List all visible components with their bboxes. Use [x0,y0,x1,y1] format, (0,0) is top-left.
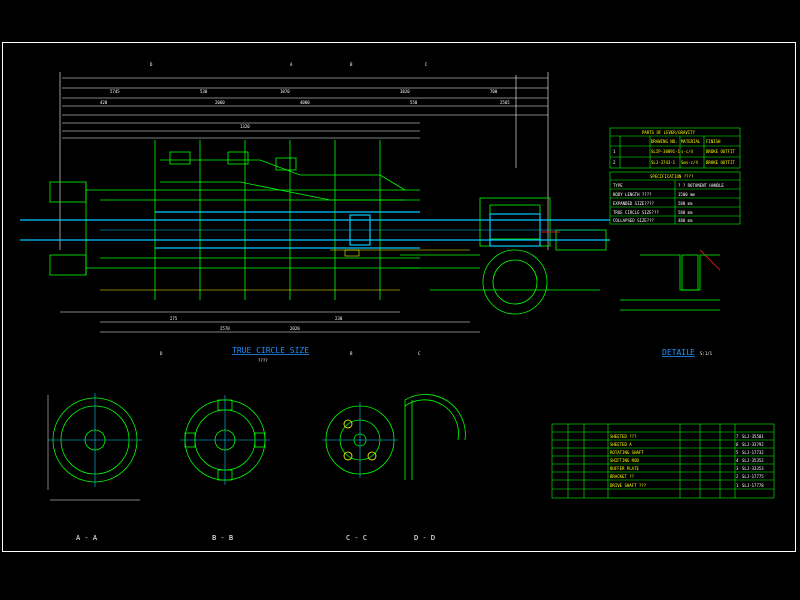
section-marker: C [418,351,421,356]
dimension-text: 1870 [280,89,290,94]
spec-cell: 480 mm [678,218,693,223]
parts-cell: SLIP-38891-1 [651,149,680,154]
section-label: B - B [212,534,233,542]
parts-list-rows: SHEETED ??? 7 SLJ-35501 SHEETED A 6 SLJ-… [610,434,764,488]
parts-list-table: SHEETED ??? 7 SLJ-35501 SHEETED A 6 SLJ-… [551,423,775,499]
dimension-text: 530 [200,89,208,94]
body-outline [49,140,607,315]
dimension-text: 2565 [500,100,510,105]
parts-col-header: DRAWING NO. [651,139,678,144]
red-detail [540,231,721,271]
parts-list-no: 6 [736,442,739,447]
parts-list-name: ROTATING SHAFT [610,450,644,455]
spec-cell: EXPANDED SIZE???? [613,201,655,206]
parts-list-name: BUFFER PLATE [610,466,639,471]
spec-cell: BODY LENGTH ???? [613,192,652,197]
parts-cell: s-c/4 [681,149,694,154]
parts-list-no: 2 [736,474,739,479]
accent-parts [100,249,470,291]
parts-list-name: SHIFTING ROD [610,458,639,463]
section-marker: D [150,62,153,67]
parts-cell: SLJ-3743-1 [651,160,676,165]
dimension-text: 275 [170,316,178,321]
parts-list-name: DRIVE SHAFT ??? [610,483,647,488]
dimension-text: 2020 [290,326,300,331]
dimension-text: 1320 [240,124,250,129]
parts-list-dwg: SLJ-33353 [742,466,764,471]
dimension-text: 2060 [215,100,225,105]
section-label: C - C [346,534,367,542]
dimension-text: 420 [100,100,108,105]
parts-cell: BROKE OUTFIT [706,160,735,165]
parts-col-header: MATERIAL [681,139,701,144]
parts-list-no: 7 [736,434,739,439]
section-a-a-view: A - A [47,393,142,542]
spec-cell: TRUE CIRCLE SIZE??? [613,210,659,215]
parts-list-dwg: SLJ-17775 [742,474,764,479]
spec-cell: 1500 mm [678,192,695,197]
parts-list-no: 5 [736,450,739,455]
parts-list-no: 1 [736,483,739,488]
parts-list-no: 3 [736,466,739,471]
parts-list-dwg: SLJ-35352 [742,458,764,463]
parts-list-dwg: SLJ-17778 [742,483,764,488]
parts-list-dwg: SLJ-33792 [742,442,764,447]
dimension-text: 3820 [400,89,410,94]
parts-list-dwg: SLJ-35501 [742,434,764,439]
section-label: A - A [76,534,98,542]
section-label: D - D [414,534,435,542]
parts-cell: Sms-c/4 [681,160,698,165]
dimension-text: 5745 [110,89,120,94]
section-markers: D A B C D B C [150,62,428,356]
section-marker: C [425,62,428,67]
section-marker: B [350,351,353,356]
true-circle-caption: TRUE CIRCLE SIZE [232,346,309,355]
spec-cell: COLLAPSED SIZE??? [613,218,655,223]
parts-list-name: BRACKET ?? [610,474,635,479]
parts-list-name: SHEETED A [610,442,632,447]
detail-letter: E [690,348,695,357]
dimension-lines [59,72,549,333]
parts-table-header: PARTS OF LEVER/GRAVITY [642,130,696,135]
spec-cell: 580 mm [678,201,693,206]
spec-table: SPECIFICATION ???? TYPE ? ? ROTAMENT HAN… [609,171,741,225]
dimension-text: 700 [490,89,498,94]
center-shaft [20,211,610,249]
spec-table-header: SPECIFICATION ???? [650,174,694,179]
dimension-text: 230 [335,316,343,321]
parts-col-header: FINISH [706,139,721,144]
main-assembly-view: D A B C D B C 5745 530 1870 3820 700 420… [20,62,721,363]
section-marker: A [290,62,293,67]
section-marker: D [160,351,163,356]
dimension-text: 4080 [300,100,310,105]
detail-caption: DETAIL [662,348,691,357]
parts-list-name: SHEETED ??? [610,434,637,439]
spec-cell: 580 mm [678,210,693,215]
parts-table: PARTS OF LEVER/GRAVITY DRAWING NO. MATER… [609,127,741,169]
dimension-text: 2570 [220,326,230,331]
parts-list-no: 4 [736,458,739,463]
parts-cell: 1 [613,149,616,154]
section-c-c-view: C - C [322,402,398,542]
spec-cell: ? ? ROTAMENT HANDLE [678,183,724,188]
section-b-b-view: B - B [180,395,270,542]
drawing-frame [2,42,796,552]
true-circle-subcaption: ???? [258,358,268,363]
parts-cell: BROKE OUTFIT [706,149,735,154]
section-marker: B [350,62,353,67]
dimension-text: 550 [410,100,418,105]
section-d-d-view: D - D [404,394,466,542]
detail-scale: S:1/1 [700,351,713,356]
detail-e-view: DETAIL E S:1/1 [620,254,720,357]
dimension-texts: 5745 530 1870 3820 700 420 2060 4080 550… [100,89,510,331]
parts-cell: 2 [613,160,616,165]
spec-cell: TYPE [613,183,623,188]
parts-list-dwg: SLJ-17732 [742,450,764,455]
